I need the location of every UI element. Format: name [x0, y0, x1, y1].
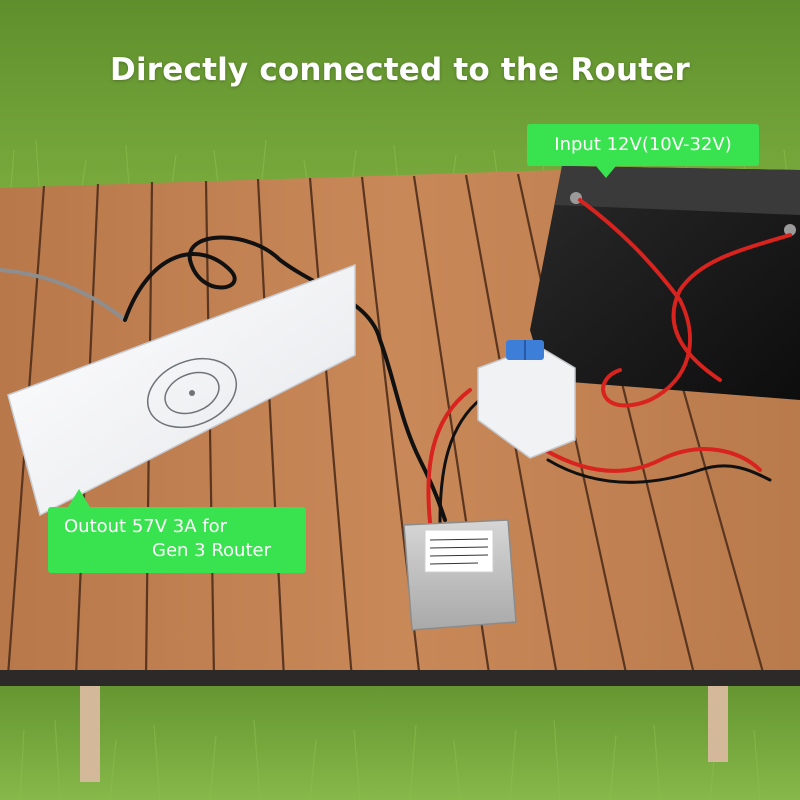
input-voltage-callout: Input 12V(10V-32V) [527, 124, 759, 166]
headline: Directly connected to the Router [110, 52, 690, 88]
table-leg-right [708, 672, 728, 762]
output-callout-line2: Gen 3 Router [152, 540, 271, 561]
battery-terminal-negative [784, 224, 796, 236]
router-dish [7, 263, 356, 517]
converter-label [424, 529, 494, 573]
input-callout-pointer [596, 166, 616, 178]
output-callout-line1: Outout 57V 3A for [64, 516, 228, 537]
table-leg-left [80, 672, 100, 782]
router-dish-center [189, 390, 195, 396]
table-edge [0, 670, 800, 686]
cables [0, 198, 792, 524]
router-dish-ring-inner [164, 371, 220, 415]
output-callout-pointer [68, 489, 90, 507]
battery-top [555, 166, 800, 215]
router-dish-ring-outer [146, 357, 238, 429]
grass-background [0, 0, 800, 200]
output-voltage-callout: Outout 57V 3A for Gen 3 Router [48, 507, 306, 573]
